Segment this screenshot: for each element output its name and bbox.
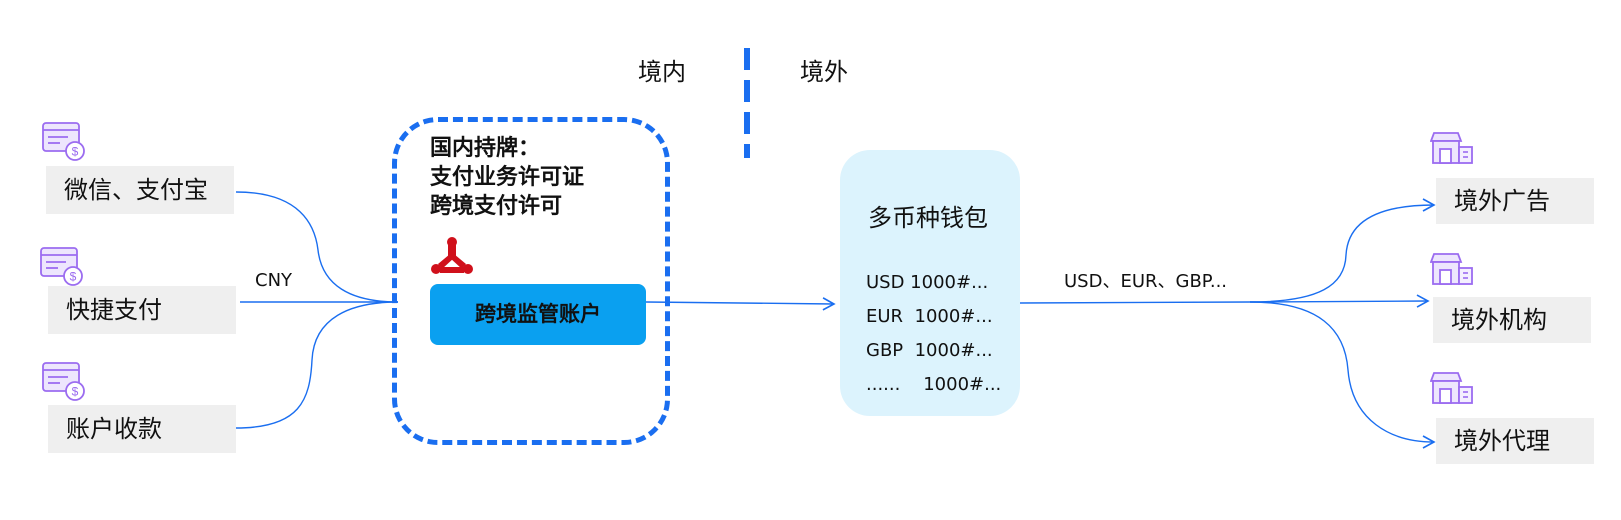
source-account-collection: 账户收款 [48,405,236,453]
credit-card-icon: $ [40,247,83,286]
storefront-icon [1430,372,1473,404]
domestic-label: 境内 [638,58,686,86]
currencies-label: USD、EUR、GBP... [1064,271,1228,292]
svg-text:$: $ [72,145,79,159]
cross-border-supervised-account: 跨境监管账户 [430,284,646,345]
licensed-domestic-container [392,117,670,445]
dest-overseas-agent: 境外代理 [1436,418,1594,464]
wallet-row-other: ...... 1000#... [866,374,1002,395]
wallet-row-usd: USD 1000#... [866,272,989,293]
wallet-row-eur: EUR 1000#... [866,306,993,327]
dest-overseas-institution: 境外机构 [1433,297,1591,343]
credit-card-icon: $ [42,362,85,401]
license-text: 国内持牌： 支付业务许可证 跨境支付许可 [430,134,584,221]
connector-wechat [235,191,399,303]
license-title: 国内持牌： [430,136,541,161]
source-wechat-alipay: 微信、支付宝 [46,166,234,214]
svg-text:$: $ [72,385,79,399]
connector-wallet-out [1019,301,1251,304]
license-line-2: 跨境支付许可 [430,194,563,219]
connector-agent [1249,301,1436,449]
connector-ads [1249,198,1436,303]
cny-label: CNY [255,270,293,291]
multi-currency-wallet: 多币种钱包 USD 1000#... EUR 1000#... GBP 1000… [840,150,1020,416]
connector-institution [1249,294,1430,308]
central-bank-logo-icon [431,237,473,274]
wallet-row-gbp: GBP 1000#... [866,340,993,361]
dest-overseas-ads: 境外广告 [1436,178,1594,224]
license-line-1: 支付业务许可证 [430,165,585,190]
connector-to-wallet [645,297,836,311]
credit-card-icon: $ [42,122,85,161]
storefront-icon [1430,253,1473,285]
storefront-icon [1430,132,1473,164]
overseas-label: 境外 [800,58,848,86]
wallet-title: 多币种钱包 [868,204,988,232]
connector-account-collect [235,301,399,429]
svg-text:$: $ [70,270,77,284]
source-quick-pay: 快捷支付 [48,286,236,334]
